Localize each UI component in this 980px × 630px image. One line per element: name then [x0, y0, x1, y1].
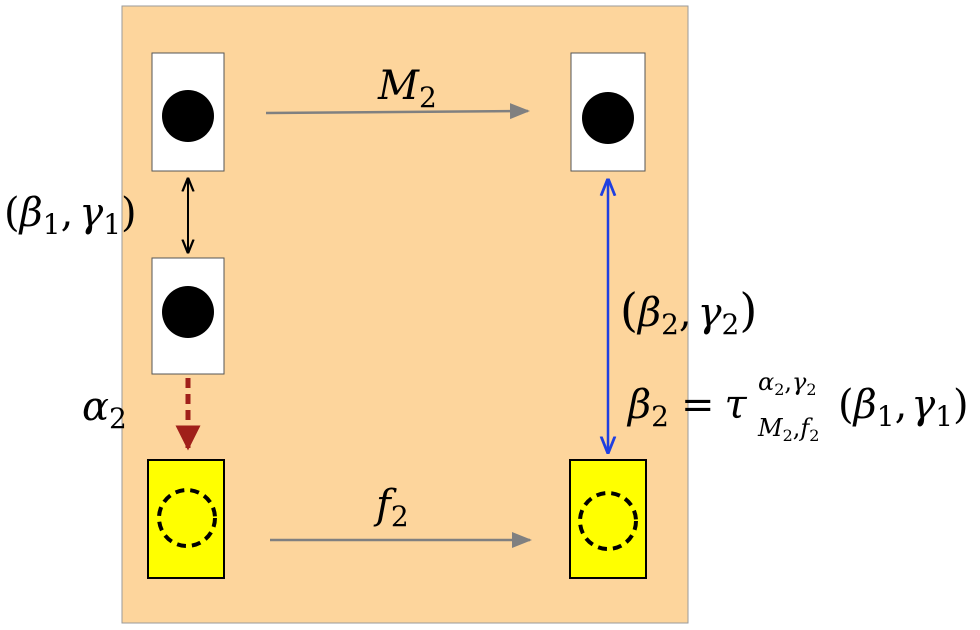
label-beta1-gamma1: (β1,γ1) [4, 190, 137, 241]
state-box-bottom-right [569, 459, 647, 579]
state-box-bottom-left [147, 459, 225, 579]
svg-text:β2=τ: β2=τ [626, 382, 747, 433]
state-box-top-right [570, 52, 646, 172]
svg-text:(β1,γ1): (β1,γ1) [838, 382, 969, 433]
label-M2: M2 [377, 63, 437, 114]
arrow-M2 [265, 103, 530, 120]
label-alpha2: α2 [82, 384, 127, 435]
filled-dot [162, 286, 214, 338]
filled-dot [162, 90, 214, 142]
dashed-circle [157, 488, 217, 548]
state-box-top-left [151, 52, 225, 172]
svg-text:M2,f2: M2,f2 [757, 414, 819, 445]
equation-beta2: β2=τ α2,γ2 M2,f2 (β1,γ1) [626, 368, 969, 445]
state-box-middle-left [151, 257, 225, 375]
label-beta2-gamma2: (β2,γ2) [620, 283, 757, 341]
filled-dot [582, 92, 634, 144]
svg-text:α2,γ2: α2,γ2 [758, 368, 817, 399]
dashed-circle [578, 491, 638, 551]
